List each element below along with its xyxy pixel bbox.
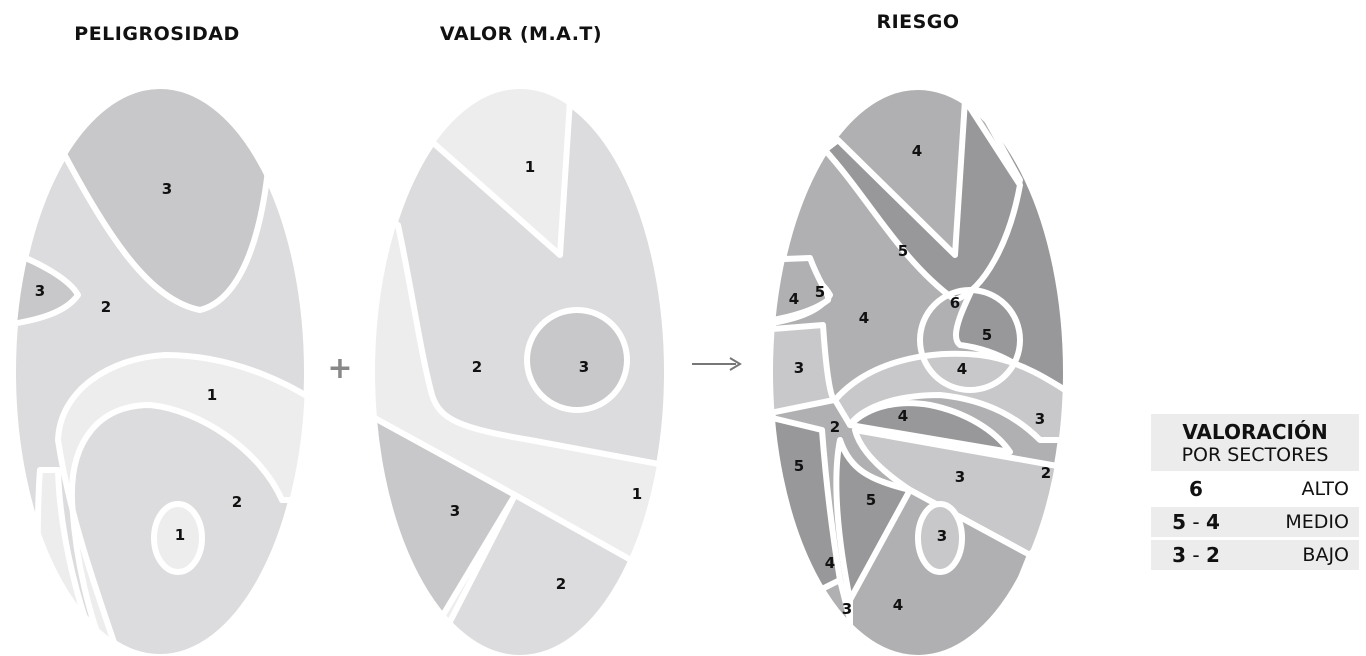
risk-label: 4 <box>825 554 835 572</box>
risk-map <box>771 87 1065 656</box>
legend-value: 3 - 2 <box>1172 543 1220 567</box>
value-label: 3 <box>450 502 460 520</box>
risk-zone-island <box>915 501 965 575</box>
risk-label: 3 <box>842 600 852 618</box>
risk-label: 2 <box>1041 464 1051 482</box>
hazard-zone-island <box>151 501 205 575</box>
hazard-label: 2 <box>232 493 242 511</box>
legend-label: ALTO <box>1301 478 1349 500</box>
risk-label: 5 <box>982 326 992 344</box>
value-label: 1 <box>632 485 642 503</box>
risk-label: 4 <box>898 407 908 425</box>
risk-label: 5 <box>866 491 876 509</box>
value-label: 2 <box>472 358 482 376</box>
risk-label: 4 <box>893 596 903 614</box>
hazard-label: 2 <box>101 298 111 316</box>
risk-label: 5 <box>898 242 908 260</box>
hazard-title: PELIGROSIDAD <box>74 23 239 45</box>
arrow-head-icon <box>729 357 742 371</box>
risk-zone-upper <box>822 97 1023 303</box>
hazard-zone-band <box>55 352 307 656</box>
hazard-label: 1 <box>207 386 217 404</box>
value-title: VALOR (M.A.T) <box>440 23 602 45</box>
risk-label: 4 <box>859 309 869 327</box>
hazard-label: 3 <box>162 180 172 198</box>
value-outline <box>371 85 669 656</box>
risk-zone-band <box>832 350 1065 443</box>
risk-outline <box>769 85 1067 656</box>
risk-label: 4 <box>912 142 922 160</box>
value-label: 1 <box>525 158 535 176</box>
risk-label: 3 <box>955 468 965 486</box>
legend-table: VALORACIÓN POR SECTORES 6 ALTO 5 - 4 MED… <box>1151 414 1359 570</box>
value-map <box>373 87 667 656</box>
hazard-outline <box>11 85 309 656</box>
risk-label: 5 <box>815 283 825 301</box>
legend-subtitle: POR SECTORES <box>1181 444 1329 466</box>
value-zone-circle <box>524 307 630 413</box>
value-label: 3 <box>579 358 589 376</box>
legend-header: VALORACIÓN POR SECTORES <box>1151 414 1359 471</box>
legend-label: MEDIO <box>1285 511 1349 533</box>
legend-row-high: 6 ALTO <box>1151 474 1359 504</box>
risk-label: 6 <box>950 294 960 312</box>
value-label: 2 <box>556 575 566 593</box>
legend-label: BAJO <box>1302 544 1349 566</box>
legend-value: 6 <box>1189 477 1203 501</box>
hazard-label: 3 <box>35 282 45 300</box>
risk-label: 5 <box>794 457 804 475</box>
risk-label: 4 <box>789 290 799 308</box>
risk-label: 3 <box>1035 410 1045 428</box>
risk-zone-center-lens <box>847 400 1013 455</box>
risk-label: 3 <box>937 527 947 545</box>
legend-row-medium: 5 - 4 MEDIO <box>1151 507 1359 537</box>
risk-zone-circle <box>917 287 1023 393</box>
legend-title: VALORACIÓN <box>1182 420 1328 444</box>
risk-label: 4 <box>957 360 967 378</box>
risk-title: RIESGO <box>876 11 959 33</box>
risk-label: 3 <box>794 359 804 377</box>
legend-value: 5 - 4 <box>1172 510 1220 534</box>
hazard-map <box>13 87 307 656</box>
risk-label: 2 <box>830 418 840 436</box>
plus-icon: + <box>327 351 352 386</box>
hazard-label: 1 <box>175 526 185 544</box>
legend-row-low: 3 - 2 BAJO <box>1151 540 1359 570</box>
